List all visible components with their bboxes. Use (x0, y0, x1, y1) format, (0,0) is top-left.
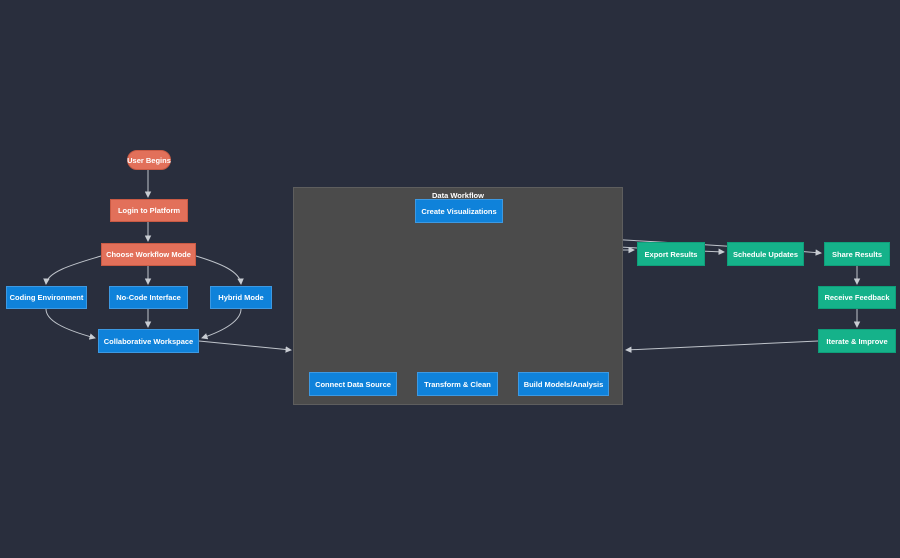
node-hybrid-mode: Hybrid Mode (210, 286, 272, 309)
node-collaborative-workspace: Collaborative Workspace (98, 329, 199, 353)
edge-collab-workflow (198, 340, 292, 353)
node-transform-clean: Transform & Clean (417, 372, 498, 396)
edge-hybrid-collab (201, 308, 242, 340)
node-iterate-improve: Iterate & Improve (818, 329, 896, 353)
edge-choose-hybrid (195, 255, 244, 285)
node-connect-data-source: Connect Data Source (309, 372, 397, 396)
node-export-results: Export Results (637, 242, 705, 266)
subgraph-title: Data Workflow (432, 191, 484, 200)
node-user-begins: User Begins (127, 150, 171, 170)
edge-choose-coding (43, 255, 102, 285)
node-create-visualizations: Create Visualizations (415, 199, 503, 223)
node-receive-feedback: Receive Feedback (818, 286, 896, 309)
node-login-to-platform: Login to Platform (110, 199, 188, 222)
node-coding-environment: Coding Environment (6, 286, 87, 309)
node-no-code-interface: No-Code Interface (109, 286, 188, 309)
node-build-models-analysis: Build Models/Analysis (518, 372, 609, 396)
edge-iterate-workflow (625, 340, 819, 353)
edge-coding-collab (45, 308, 96, 340)
node-share-results: Share Results (824, 242, 890, 266)
node-choose-workflow-mode: Choose Workflow Mode (101, 243, 196, 266)
node-schedule-updates: Schedule Updates (727, 242, 804, 266)
subgraph-data-workflow: Data Workflow (293, 187, 623, 405)
